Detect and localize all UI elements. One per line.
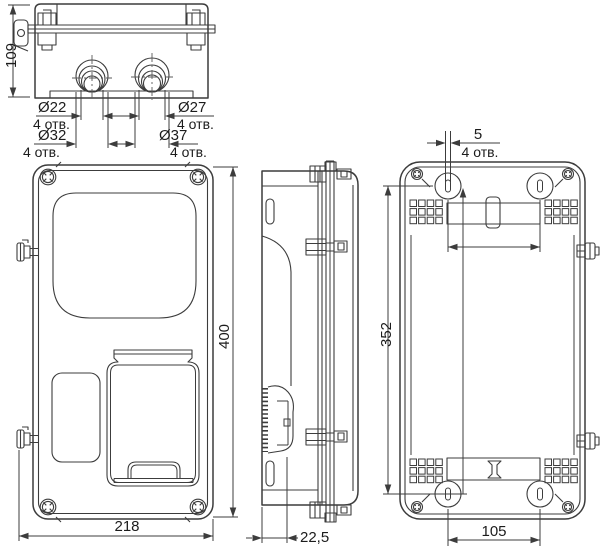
dimension-5: 5 4 отв.	[427, 126, 500, 182]
wall-hinge-tab	[13, 19, 29, 52]
cable-gland-knockout-left	[72, 55, 112, 100]
vent-grid	[409, 199, 443, 225]
vent-grid	[544, 458, 578, 484]
rail-clip	[487, 460, 502, 479]
side-slot	[265, 198, 275, 225]
bottom-mounting-rail	[446, 457, 541, 481]
dimension-22-5: 22,5	[246, 457, 329, 546]
mounting-hole	[526, 480, 554, 508]
vent-grid	[409, 458, 443, 484]
dim-d37-label: Ø37	[159, 127, 187, 144]
lid-screw	[189, 498, 207, 516]
cable-gland-knockout-right	[131, 53, 173, 100]
dim-400-label: 400	[216, 324, 233, 349]
dim-d22-label: Ø22	[38, 99, 66, 116]
back-outline	[399, 161, 586, 520]
door-hinge	[16, 426, 39, 449]
door-hinge	[576, 432, 600, 450]
flap-handle	[127, 461, 181, 478]
front-view	[16, 161, 214, 523]
flange-strip	[325, 160, 335, 523]
dim-d27-label: Ø27	[178, 99, 206, 116]
lid-screw	[39, 168, 57, 186]
back-view	[399, 161, 600, 520]
dim-5-qty: 4 отв.	[462, 144, 499, 160]
dim-352-label: 352	[378, 322, 395, 347]
side-slot	[265, 460, 275, 487]
dimension-109: 109	[3, 4, 30, 98]
lid-screw	[561, 500, 575, 514]
small-window	[51, 372, 101, 463]
lid-screw	[410, 500, 424, 514]
lid-latch-right	[186, 9, 206, 51]
lid-flange-bar	[27, 24, 216, 34]
lid-screw	[410, 167, 424, 181]
lid-latch	[305, 428, 348, 446]
front-outline	[32, 164, 214, 520]
dim-d37-qty: 4 отв.	[170, 144, 207, 160]
dimension-352: 352	[378, 185, 433, 495]
lid-latch	[305, 238, 348, 256]
top-mounting-rail	[446, 196, 541, 229]
dim-5-label: 5	[474, 126, 482, 143]
dim-d32-label: Ø32	[38, 127, 66, 144]
vent-grid	[544, 199, 578, 225]
lid-latch-left	[37, 9, 57, 51]
dim-22-5-label: 22,5	[300, 529, 329, 546]
dimension-400: 400	[213, 166, 238, 518]
dim-105-label: 105	[481, 523, 506, 540]
door-hinge	[16, 239, 39, 262]
mounting-hole	[526, 172, 554, 200]
lid-screw	[189, 168, 207, 186]
top-view	[13, 3, 216, 100]
socket-cover-flap	[106, 349, 200, 487]
dim-d32-qty: 4 отв.	[23, 144, 60, 160]
side-outline	[261, 170, 359, 506]
door-hinge	[576, 242, 600, 260]
dim-d27-qty: 4 отв.	[177, 116, 214, 132]
side-view	[261, 160, 359, 523]
mounting-hole	[434, 172, 462, 200]
dim-d22-qty: 4 отв.	[33, 116, 70, 132]
dimension-218: 218	[18, 450, 214, 541]
dim-218-label: 218	[114, 518, 139, 535]
meter-window	[52, 192, 197, 319]
knockout-dimensions: Ø22 4 отв. Ø27 4 отв. Ø32 4 отв. Ø37 4 о…	[23, 90, 214, 160]
hinge-profile	[262, 385, 294, 454]
lid-screw	[561, 167, 575, 181]
top-view-outline	[34, 3, 209, 99]
dimension-105: 105	[447, 509, 541, 546]
dim-109-label: 109	[3, 43, 20, 68]
lid-screw	[39, 498, 57, 516]
